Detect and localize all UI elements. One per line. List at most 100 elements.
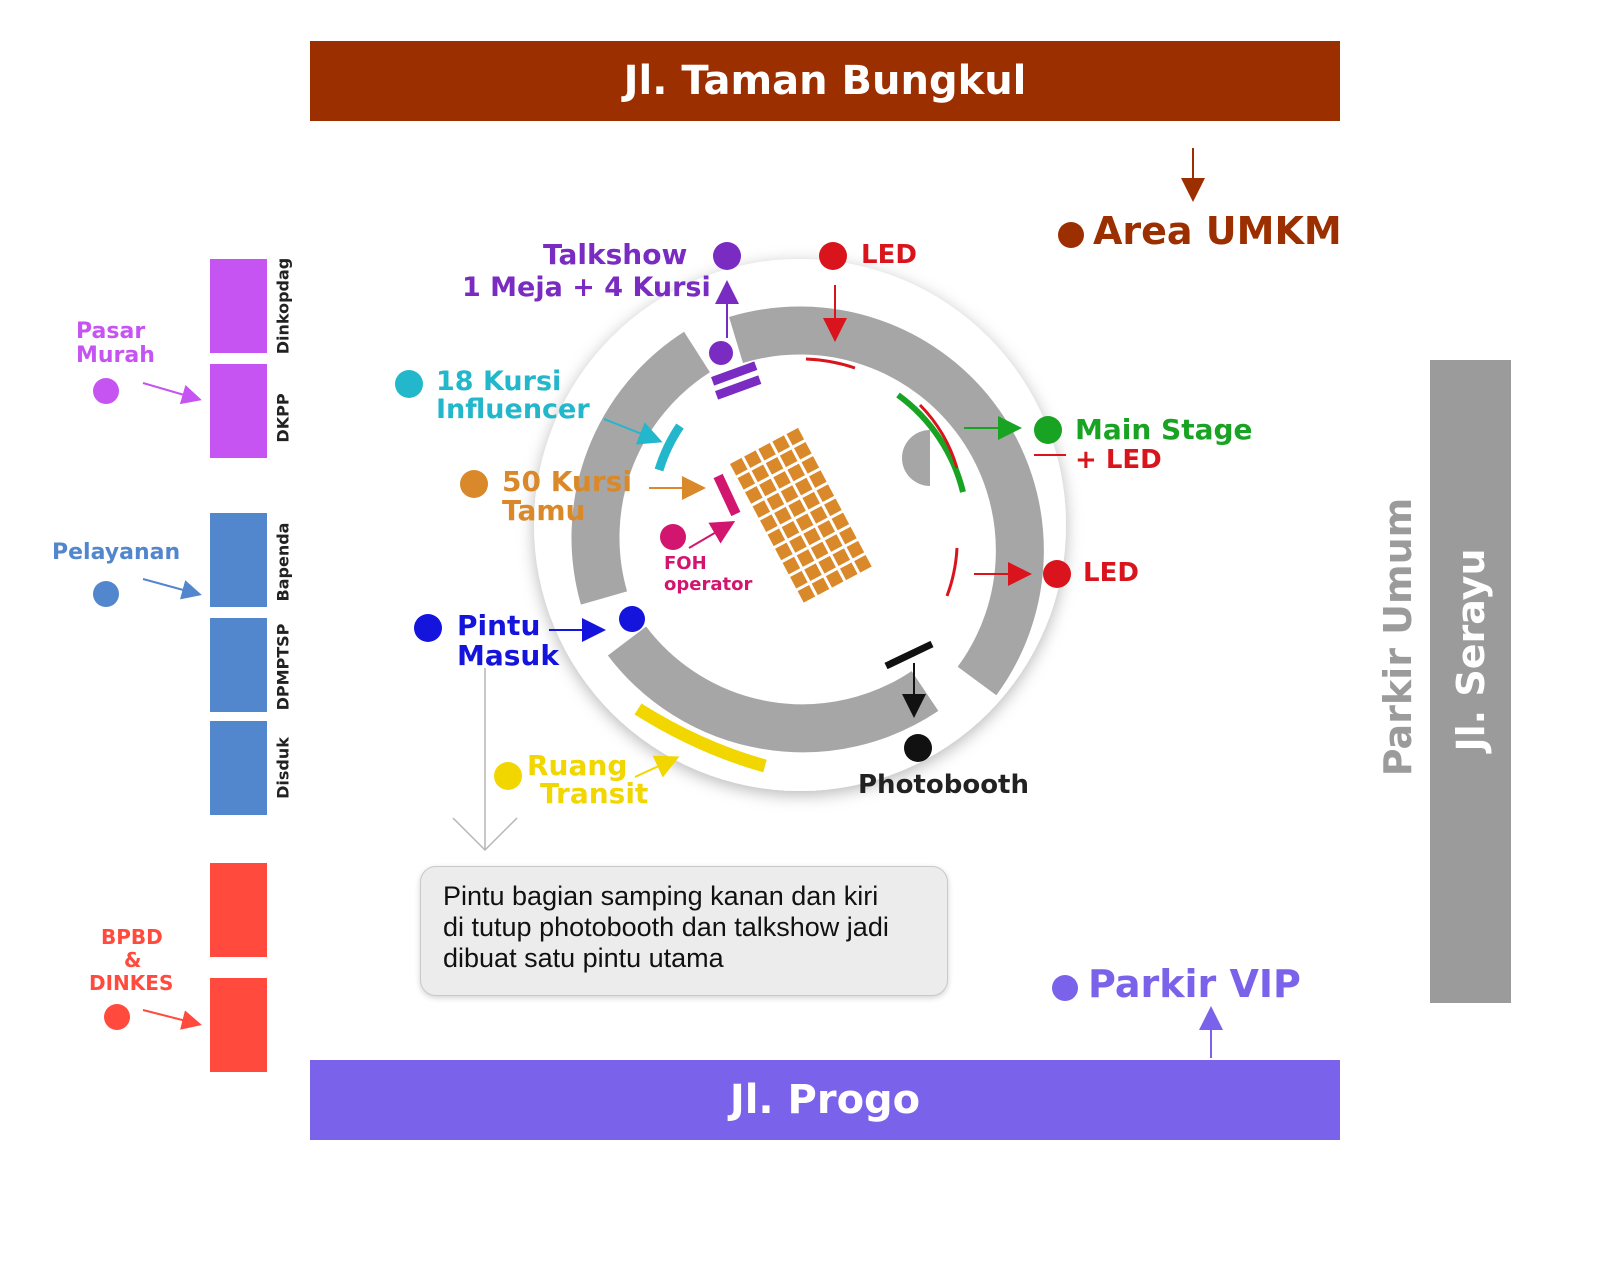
guest-seat — [825, 570, 844, 588]
stall-disduk — [210, 721, 267, 815]
influencer-label-2: Influencer — [436, 394, 590, 425]
parkir-vip-label: Parkir VIP — [1088, 962, 1301, 1006]
talkshow-chairs-1 — [711, 361, 758, 386]
bpbd-label-2: & — [124, 948, 142, 972]
influencer-dot — [395, 370, 423, 398]
road-south-label: Jl. Progo — [729, 1077, 921, 1123]
foh-dot — [660, 524, 686, 550]
note-line-3: dibuat satu pintu utama — [443, 943, 724, 973]
main-stage-arc — [896, 392, 966, 493]
stall-dpmptsp — [210, 618, 267, 712]
guest-seat — [789, 535, 807, 553]
pelayanan-arrow — [142, 578, 202, 600]
pasar-murah-label-2: Murah — [76, 343, 155, 368]
talkshow-label-2: 1 Meja + 4 Kursi — [462, 272, 711, 303]
stall-dpmptsp-label: DPMPTSP — [273, 623, 293, 711]
ring-segment-left — [571, 331, 711, 605]
guest-seat — [802, 491, 821, 510]
guest-seat — [839, 526, 857, 545]
guest-seat — [846, 540, 865, 559]
stage-half-disc — [902, 430, 930, 486]
guest-seat — [810, 541, 829, 560]
road-north-bar — [310, 41, 1340, 121]
guest-seat — [758, 442, 776, 461]
influencer-arrow — [603, 418, 663, 445]
pintu-masuk-label-2: Masuk — [457, 639, 559, 672]
guest-seat — [795, 513, 814, 532]
guest-seat — [824, 534, 843, 552]
guest-seat — [797, 585, 816, 603]
area-umkm-label: Area UMKM — [1093, 209, 1342, 253]
main-stage-led-arc — [918, 403, 959, 469]
guest-seat — [774, 506, 792, 525]
guest-seat — [781, 521, 800, 539]
guest-seat — [780, 485, 799, 503]
pintu-masuk-label-1: Pintu — [457, 609, 541, 642]
entrance-door-dot — [619, 606, 645, 632]
guest-seat — [809, 470, 827, 488]
road-south-bar — [310, 1060, 1340, 1140]
stall-bpbd-1 — [210, 863, 267, 957]
road-east-bar — [1430, 360, 1511, 1003]
guest-seat — [782, 556, 801, 575]
road-north-label: Jl. Taman Bungkul — [623, 58, 1027, 104]
pelayanan-label: Pelayanan — [52, 540, 181, 565]
foh-label-1: FOH — [664, 553, 707, 574]
talkshow-chairs-2 — [715, 375, 762, 400]
guest-seat — [854, 554, 872, 573]
photobooth-door — [884, 640, 934, 670]
guest-seat — [804, 563, 822, 581]
guest-seat — [816, 484, 835, 502]
guest-seat — [824, 498, 842, 517]
guest-seat — [779, 449, 798, 468]
pintu-masuk-dot — [414, 614, 442, 642]
main-stage-dot — [1034, 416, 1062, 444]
photobooth-label: Photobooth — [858, 770, 1029, 800]
guest-seat — [786, 427, 805, 446]
ring-segment-bottom — [607, 626, 939, 753]
bpbd-arrow — [142, 1009, 202, 1030]
guest-seat — [790, 570, 808, 589]
stall-dinkopdag — [210, 259, 267, 353]
guest-seat — [818, 555, 836, 574]
note-line-1: Pintu bagian samping kanan dan kiri — [443, 881, 879, 911]
tamu-label-1: 50 Kursi — [502, 465, 632, 498]
guest-seat — [744, 450, 762, 468]
ruang-transit-label-2: Transit — [540, 777, 649, 810]
main-stage-label-1: Main Stage — [1075, 413, 1253, 446]
guest-seat — [794, 441, 812, 460]
note-box: Pintu bagian samping kanan dan kiri di t… — [420, 866, 948, 996]
parkir-umum-label: Parkir Umum — [1376, 497, 1420, 777]
stall-disduk-label: Disduk — [273, 737, 293, 799]
guest-seat — [832, 548, 851, 566]
bpbd-label-1: BPBD — [101, 925, 163, 949]
guest-seat — [801, 456, 820, 474]
foh-arrow — [688, 520, 736, 549]
pelayanan-dot — [93, 581, 119, 607]
guest-seat — [787, 463, 805, 482]
guest-seat — [760, 514, 778, 532]
guest-seat — [839, 562, 858, 581]
led-right-label: LED — [1083, 558, 1139, 588]
guest-seat — [811, 577, 830, 596]
guest-seat — [794, 477, 813, 496]
guest-seat — [745, 486, 763, 504]
guest-seat — [773, 471, 791, 489]
guest-seat — [803, 527, 821, 546]
pasar-murah-dot — [93, 378, 119, 404]
guest-seat — [759, 478, 777, 497]
pasar-murah-arrow — [142, 382, 202, 405]
guest-seat — [767, 528, 786, 547]
guest-seat — [831, 512, 850, 531]
guest-seat — [775, 542, 793, 561]
talkshow-dot — [713, 242, 741, 270]
guest-seat — [752, 500, 771, 518]
led-right-arc — [945, 547, 959, 597]
guest-seat — [751, 464, 770, 483]
stall-bpbd-2 — [210, 978, 267, 1072]
stall-bapenda — [210, 513, 267, 607]
talkshow-table — [709, 341, 733, 365]
led-top-arc — [805, 357, 856, 370]
guest-seat — [796, 549, 815, 567]
guest-seat — [772, 435, 790, 453]
